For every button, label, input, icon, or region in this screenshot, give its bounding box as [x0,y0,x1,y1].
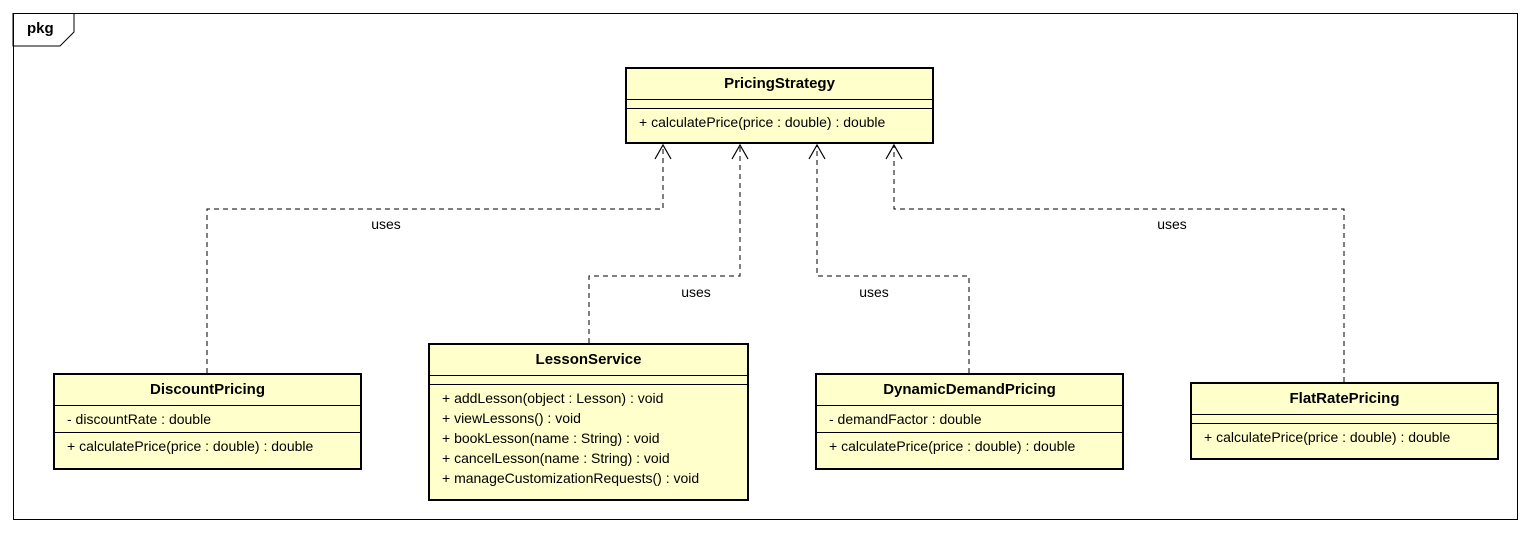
edge-label-discount-pricing: uses [371,216,401,232]
attribute: - demandFactor : double [829,411,982,427]
package-label: pkg [27,20,54,37]
dependency-arrowhead [731,143,749,160]
class-flat-rate-pricing[interactable]: FlatRatePricing + calculatePrice(price :… [1190,382,1499,460]
class-pricing-strategy[interactable]: PricingStrategy + calculatePrice(price :… [625,67,934,144]
class-discount-pricing[interactable]: DiscountPricing - discountRate : double … [53,373,362,470]
class-dynamic-demand-pricing[interactable]: DynamicDemandPricing - demandFactor : do… [815,373,1124,470]
dependency-arrowhead [808,143,826,160]
edge-label-flat-rate-pricing: uses [1157,216,1187,232]
operations-compartment: + calculatePrice(price : double) : doubl… [1192,424,1497,450]
dependency-arrowhead [654,143,672,160]
operation: + bookLesson(name : String) : void [442,430,660,446]
operation: + manageCustomizationRequests() : void [442,470,700,486]
class-name: FlatRatePricing [1192,384,1497,415]
dependency-discount-pricing [206,143,672,373]
operations-compartment: + calculatePrice(price : double) : doubl… [55,433,360,459]
attributes-compartment [627,100,932,109]
operation: + calculatePrice(price : double) : doubl… [67,438,314,454]
attribute: - discountRate : double [67,411,211,427]
edge-label-dynamic-demand-pricing: uses [859,284,889,300]
operation: + calculatePrice(price : double) : doubl… [1204,429,1451,445]
edge-label-lesson-service: uses [681,284,711,300]
operations-compartment: + calculatePrice(price : double) : doubl… [627,109,932,135]
class-name: LessonService [430,345,747,376]
attributes-compartment [430,376,747,385]
operation: + addLesson(object : Lesson) : void [442,390,664,406]
operation: + calculatePrice(price : double) : doubl… [639,114,886,130]
class-lesson-service[interactable]: LessonService + addLesson(object : Lesso… [428,343,749,501]
dependency-dynamic-demand-pricing [808,143,970,373]
class-name: PricingStrategy [627,69,932,100]
attributes-compartment: - discountRate : double [55,406,360,433]
package-frame [13,13,1518,520]
operation: + calculatePrice(price : double) : doubl… [829,438,1076,454]
operations-compartment: + addLesson(object : Lesson) : void + vi… [430,385,747,491]
dependency-arrowhead [885,143,903,160]
operation: + viewLessons() : void [442,410,581,426]
attributes-compartment: - demandFactor : double [817,406,1122,433]
class-name: DiscountPricing [55,375,360,406]
operations-compartment: + calculatePrice(price : double) : doubl… [817,433,1122,459]
dependency-lesson-service [588,143,749,343]
class-name: DynamicDemandPricing [817,375,1122,406]
attributes-compartment [1192,415,1497,424]
dependency-flat-rate-pricing [885,143,1345,382]
operation: + cancelLesson(name : String) : void [442,450,670,466]
